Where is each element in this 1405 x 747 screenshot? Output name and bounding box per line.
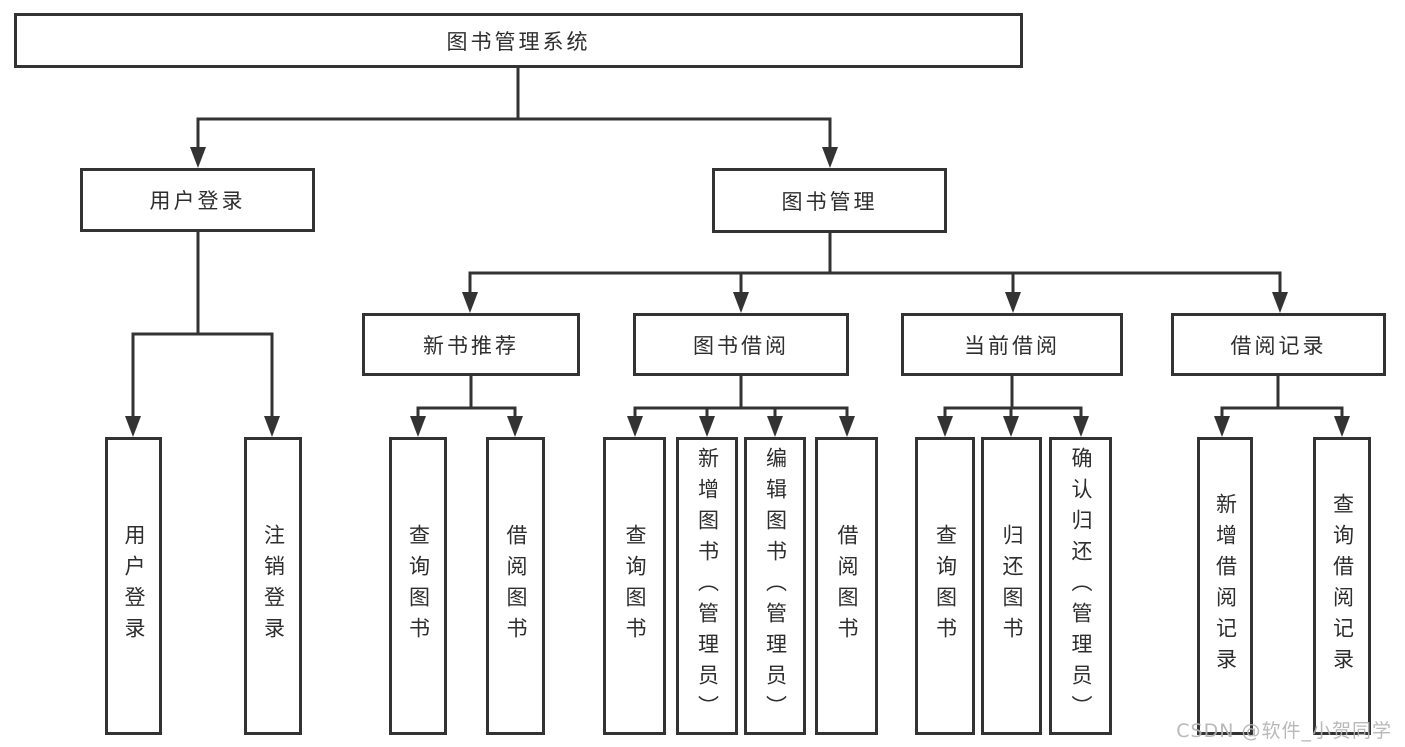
- leaf-logout-label: 注销登录: [261, 524, 286, 648]
- leaf-return-books: 归还图书: [981, 437, 1042, 735]
- node-user-login: 用户登录: [80, 168, 315, 232]
- leaf-query-books-3-label: 查询图书: [933, 524, 958, 648]
- node-new-books: 新书推荐: [362, 313, 580, 376]
- leaf-query-books-1: 查询图书: [389, 437, 447, 735]
- leaf-return-books-label: 归还图书: [1000, 524, 1024, 648]
- node-current-borrowing-label: 当前借阅: [964, 333, 1060, 358]
- leaf-edit-books-admin-label: 编辑图书（管理员）: [763, 446, 788, 726]
- node-current-borrowing: 当前借阅: [901, 313, 1123, 376]
- node-root: 图书管理系统: [14, 13, 1023, 68]
- node-borrowing-records: 借阅记录: [1171, 313, 1386, 376]
- leaf-query-books-2: 查询图书: [603, 437, 666, 735]
- leaf-query-books-2-label: 查询图书: [623, 524, 647, 648]
- node-book-borrowing: 图书借阅: [633, 313, 849, 376]
- leaf-user-login-label: 用户登录: [122, 524, 146, 648]
- leaf-query-books-3: 查询图书: [915, 437, 975, 735]
- leaf-add-borrow-record: 新增借阅记录: [1197, 437, 1253, 735]
- leaf-borrow-books-2: 借阅图书: [815, 437, 878, 735]
- leaf-query-borrow-record: 查询借阅记录: [1313, 437, 1371, 735]
- leaf-logout: 注销登录: [244, 437, 302, 735]
- leaf-confirm-return-admin-label: 确认归还（管理员）: [1069, 446, 1093, 726]
- leaf-borrow-books-1-label: 借阅图书: [504, 524, 528, 648]
- leaf-edit-books-admin: 编辑图书（管理员）: [744, 437, 806, 735]
- leaf-query-books-1-label: 查询图书: [406, 524, 431, 648]
- leaf-borrow-books-2-label: 借阅图书: [835, 524, 859, 648]
- node-book-borrowing-label: 图书借阅: [693, 333, 789, 358]
- leaf-add-books-admin-label: 新增图书（管理员）: [695, 446, 720, 726]
- node-new-books-label: 新书推荐: [423, 333, 519, 358]
- node-book-management: 图书管理: [712, 168, 947, 233]
- leaf-borrow-books-1: 借阅图书: [486, 437, 545, 735]
- node-borrowing-records-label: 借阅记录: [1230, 333, 1327, 358]
- leaf-add-books-admin: 新增图书（管理员）: [676, 437, 738, 735]
- leaf-confirm-return-admin: 确认归还（管理员）: [1049, 437, 1112, 735]
- arrowhead-icons: [125, 147, 1350, 437]
- leaf-query-borrow-record-label: 查询借阅记录: [1330, 493, 1355, 679]
- node-user-login-label: 用户登录: [149, 189, 246, 213]
- node-root-label: 图书管理系统: [446, 29, 591, 54]
- node-book-management-label: 图书管理: [781, 189, 878, 214]
- leaf-user-login: 用户登录: [105, 437, 162, 735]
- watermark-text: CSDN @软件_小贺同学: [1176, 720, 1392, 742]
- leaf-add-borrow-record-label: 新增借阅记录: [1213, 493, 1238, 679]
